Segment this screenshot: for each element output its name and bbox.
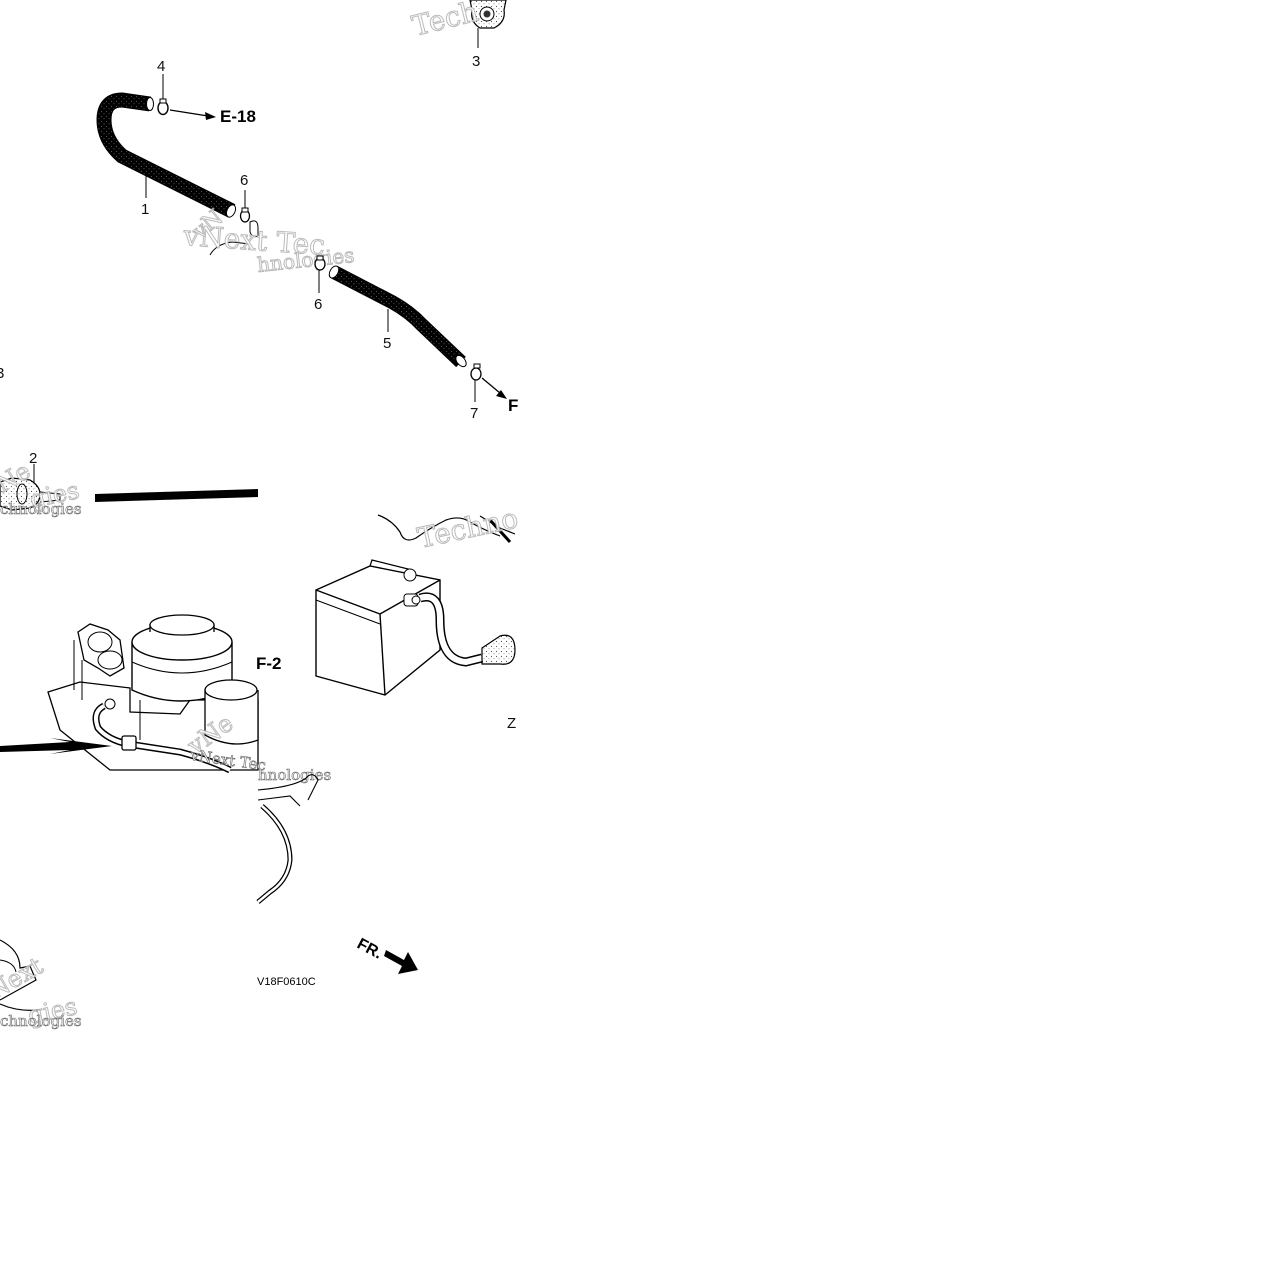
fr-label: FR. (354, 936, 385, 963)
callout-4: 4 (157, 58, 165, 75)
part-2-fitting (0, 477, 61, 511)
lower-tile: hnologies FR. V18F0610C (256, 766, 418, 988)
ref-f: F (508, 396, 518, 415)
clip-6 (239, 207, 251, 223)
hose-1-tile: 4 E-18 1 6 vNext Tec vN (96, 58, 327, 262)
diagram-code: V18F0610C (257, 976, 316, 988)
reservoir (204, 679, 259, 745)
ref-f2: F-2 (256, 654, 282, 673)
clip-4 (157, 98, 169, 116)
callout-6: 6 (240, 172, 248, 189)
ref-e18: E-18 (220, 107, 256, 126)
callout-2: 2 (29, 450, 37, 467)
watermark-text: Tech (409, 0, 482, 43)
front-direction-indicator: FR. (354, 936, 418, 974)
engine-tile: F-2 vNe vNext Tec (0, 614, 282, 775)
hose-5-tile: hnologies 6 5 7 F (256, 242, 519, 422)
watermark-text: chnologies (0, 1012, 82, 1030)
lower-left-tile: Next gies chnologies (0, 939, 82, 1030)
left-middle-tile: 3 2 vNe gies chnologies (0, 365, 258, 518)
callout-1: 1 (141, 201, 149, 218)
watermark-text: chnologies (0, 500, 82, 518)
watermark-text: hnologies (258, 766, 331, 784)
clip-7 (470, 363, 482, 381)
canister (315, 559, 441, 696)
part-3-fitting (469, 0, 507, 48)
callout-6: 6 (314, 296, 322, 313)
fragment-3: 3 (0, 365, 4, 382)
fragment-z: Z (507, 715, 516, 732)
top-right-tile: 3 Tech (408, 0, 507, 70)
callout-5: 5 (383, 335, 391, 352)
clip-6 (314, 255, 326, 271)
callout-7: 7 (470, 405, 478, 422)
watermark-text: Techno (415, 501, 521, 554)
callout-3: 3 (472, 53, 480, 70)
canister-tile: Techno Z (315, 501, 521, 732)
